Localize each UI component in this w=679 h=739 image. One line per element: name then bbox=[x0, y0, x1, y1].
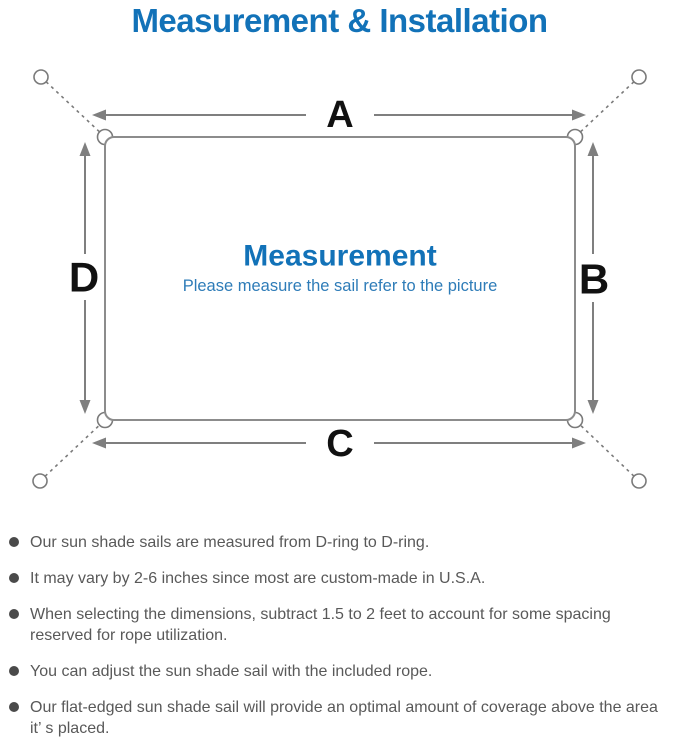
attachment-lines bbox=[39, 76, 640, 482]
dimension-label-a: A bbox=[326, 94, 353, 136]
anchor-point-bottom-left bbox=[32, 473, 48, 489]
diagram-center-title: Measurement bbox=[243, 240, 436, 273]
shade-sail-outline bbox=[104, 136, 576, 421]
sail-diagram-svg: A B C D Measurement Please measure the s… bbox=[32, 69, 647, 489]
list-item: Our flat-edged sun shade sail will provi… bbox=[0, 697, 662, 739]
note-text: Our sun shade sails are measured from D-… bbox=[30, 534, 430, 551]
dimension-arrows bbox=[79, 109, 599, 449]
dimension-label-c: C bbox=[326, 423, 353, 465]
measurement-diagram: A B C D Measurement Please measure the s… bbox=[0, 58, 679, 520]
dimension-arrow-left bbox=[79, 142, 91, 414]
bullet-icon bbox=[9, 537, 19, 547]
attachment-line-top-left bbox=[40, 76, 106, 138]
note-text: Our flat-edged sun shade sail will provi… bbox=[30, 699, 658, 737]
dimension-arrow-bottom bbox=[92, 437, 586, 449]
page-title: Measurement & Installation bbox=[131, 2, 548, 39]
note-text: It may vary by 2-6 inches since most are… bbox=[30, 570, 486, 587]
anchor-point-top-left bbox=[33, 69, 49, 85]
bullet-icon bbox=[9, 702, 19, 712]
list-item: Our sun shade sails are measured from D-… bbox=[0, 532, 662, 553]
attachment-line-bottom-left bbox=[39, 419, 106, 482]
dimension-labels: A B C D bbox=[69, 94, 609, 465]
list-item: When selecting the dimensions, subtract … bbox=[0, 604, 662, 646]
bullet-icon bbox=[9, 573, 19, 583]
dimension-arrow-right bbox=[587, 142, 599, 414]
dimension-arrow-top bbox=[92, 109, 586, 121]
diagram-center-subtitle: Please measure the sail refer to the pic… bbox=[183, 277, 498, 295]
anchor-point-top-right bbox=[631, 69, 647, 85]
notes-list: Our sun shade sails are measured from D-… bbox=[0, 532, 672, 739]
note-text: When selecting the dimensions, subtract … bbox=[30, 606, 611, 644]
anchor-points bbox=[32, 69, 647, 489]
bullet-icon bbox=[9, 609, 19, 619]
attachment-line-bottom-right bbox=[574, 419, 640, 482]
bullet-icon bbox=[9, 666, 19, 676]
note-text: You can adjust the sun shade sail with t… bbox=[30, 663, 433, 680]
list-item: It may vary by 2-6 inches since most are… bbox=[0, 568, 662, 589]
list-item: You can adjust the sun shade sail with t… bbox=[0, 661, 662, 682]
dimension-label-d: D bbox=[69, 254, 99, 301]
attachment-line-top-right bbox=[574, 76, 640, 138]
anchor-point-bottom-right bbox=[631, 473, 647, 489]
dimension-label-b: B bbox=[579, 256, 609, 303]
